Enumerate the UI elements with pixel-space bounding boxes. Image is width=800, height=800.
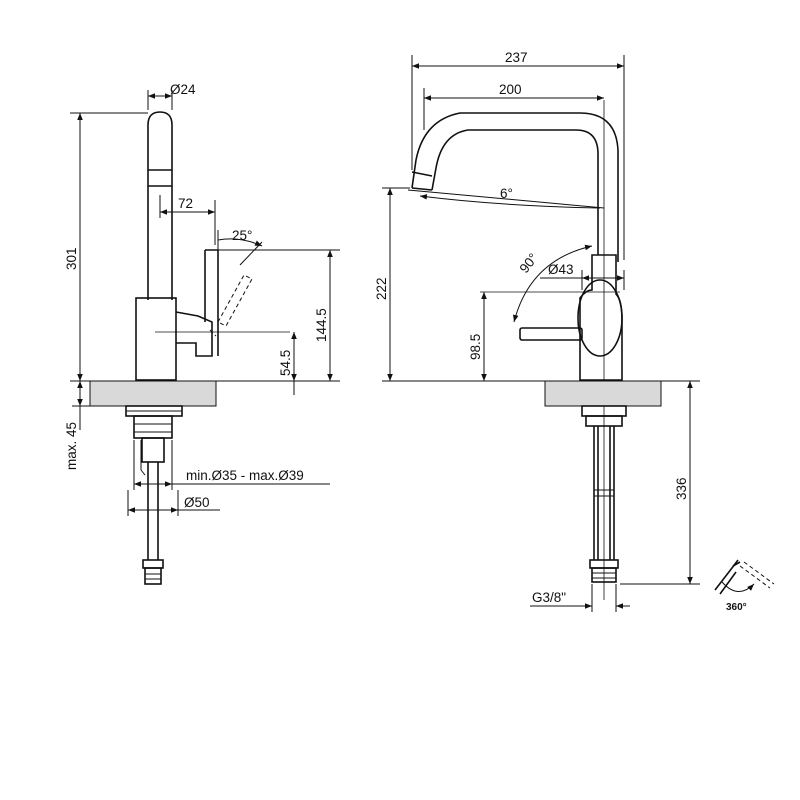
dim-dia-50: Ø50 (184, 495, 210, 510)
dim-dia-43: Ø43 (548, 262, 574, 277)
dim-angle-90: 90° (517, 251, 541, 276)
rotation-360-icon: 360° (714, 559, 775, 613)
left-counter-plate (89, 380, 217, 407)
rotation-label: 360° (726, 602, 747, 613)
right-dimensions: 237 200 6° 222 90° Ø43 98.5 336 (374, 50, 700, 612)
dim-144-5: 144.5 (314, 308, 329, 342)
left-dimensions: Ø24 301 72 25° 144.5 54.5 max. 45 (64, 82, 340, 516)
dim-angle-25: 25° (232, 228, 252, 243)
dim-72: 72 (178, 196, 193, 211)
dim-hole: min.Ø35 - max.Ø39 (186, 468, 304, 483)
dim-98-5: 98.5 (468, 334, 483, 360)
dim-max-45: max. 45 (64, 422, 79, 470)
left-faucet-side-view (89, 111, 290, 585)
dim-200: 200 (499, 82, 522, 97)
left-body (135, 297, 177, 381)
dim-thread: G3/8" (532, 590, 566, 605)
dim-dia-24: Ø24 (170, 82, 196, 97)
dim-301: 301 (64, 247, 79, 270)
right-counter-plate (544, 380, 662, 407)
right-lever (519, 327, 583, 341)
dim-54-5: 54.5 (278, 350, 293, 376)
dim-237: 237 (505, 50, 528, 65)
left-lever-rotated (217, 274, 253, 327)
left-lever-block (175, 311, 213, 357)
right-spout (411, 112, 619, 262)
dim-222: 222 (374, 277, 389, 300)
right-body (579, 254, 623, 381)
right-faucet-front-view (411, 100, 662, 600)
left-spout (147, 111, 173, 300)
dim-angle-6: 6° (500, 186, 513, 201)
dim-336: 336 (674, 477, 689, 500)
